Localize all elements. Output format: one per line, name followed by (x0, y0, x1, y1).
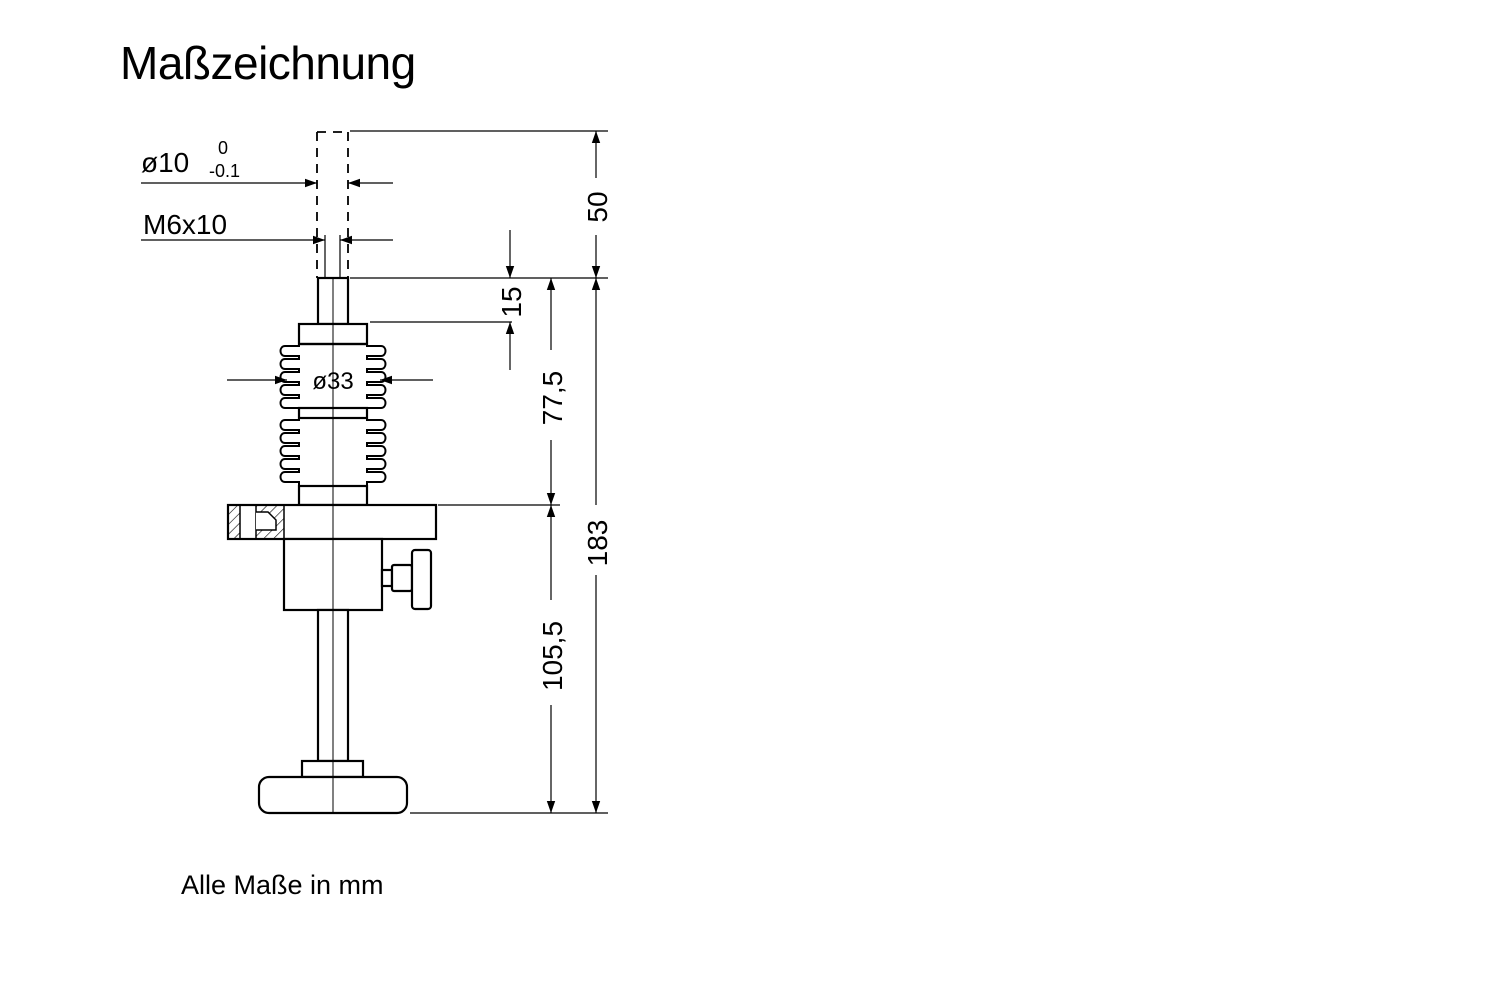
part-outline (226, 131, 438, 815)
page-title: Maßzeichnung (120, 37, 416, 89)
clamp-knob-neck (390, 563, 414, 593)
clamp-knob-shaft (380, 568, 394, 588)
bellows-left (279, 344, 300, 486)
bellows-height-label: 77,5 (537, 371, 568, 426)
thread-label: M6x10 (143, 209, 227, 240)
pin-tolerance-lower: -0.1 (209, 161, 240, 181)
total-height-label: 183 (582, 520, 613, 567)
pin-length-label: 50 (582, 191, 613, 222)
flange-section-counterbore (256, 511, 277, 531)
dimension-labels: ø10 0 -0.1 M6x10 ø33 50 15 77,5 105,5 18… (141, 138, 613, 691)
dimension-lines (141, 130, 608, 814)
pin-tolerance-upper: 0 (218, 138, 228, 158)
clamp-knob-head (410, 548, 433, 611)
pin-diameter-label: ø10 (141, 147, 189, 178)
bellows-diameter-label: ø33 (312, 368, 353, 395)
top-section-label: 15 (496, 286, 527, 317)
bellows-right (366, 344, 387, 486)
mounting-pin-dashed (316, 131, 349, 278)
flange-section-hatch-a (227, 504, 241, 540)
units-note: Alle Maße in mm (181, 870, 384, 900)
lower-height-label: 105,5 (537, 621, 568, 691)
